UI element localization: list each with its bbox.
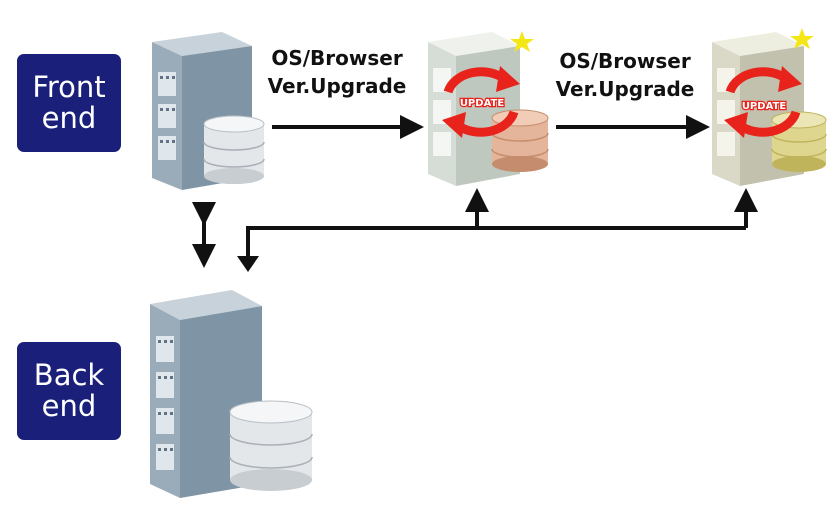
upgrade-step-2-line-1: OS/Browser — [559, 49, 691, 73]
upgrade-step-1-line-2: Ver.Upgrade — [267, 74, 407, 98]
frontend-label-line-2: end — [41, 101, 97, 135]
backend-database-icon — [229, 400, 313, 491]
backend-to-upgraded-connector — [246, 226, 746, 262]
upgrade-step-1-line-1: OS/Browser — [271, 46, 403, 70]
new-star-2-icon — [790, 28, 814, 49]
frontend-label: Front end — [17, 54, 121, 152]
frontend-database-icon — [203, 115, 265, 184]
update-badge-1: UPDATE — [460, 98, 505, 109]
backend-label-line-1: Back — [33, 358, 105, 392]
update-refresh-1-icon: UPDATE — [442, 66, 520, 138]
upgrade-step-2-label: OS/Browser Ver.Upgrade — [546, 47, 704, 103]
upgrade-step-2-line-2: Ver.Upgrade — [555, 77, 695, 101]
upgrade-step-1-label: OS/Browser Ver.Upgrade — [258, 44, 416, 100]
update-badge-2: UPDATE — [742, 101, 787, 112]
upgraded-database-2-icon — [771, 111, 827, 172]
upgraded-database-1-icon — [491, 109, 549, 172]
new-star-1-icon — [510, 31, 534, 52]
backend-label: Back end — [17, 342, 121, 440]
update-refresh-2-icon: UPDATE — [724, 66, 802, 138]
backend-label-line-2: end — [41, 389, 97, 423]
arrow-head-down-backend — [237, 256, 259, 272]
frontend-label-line-1: Front — [32, 70, 106, 104]
